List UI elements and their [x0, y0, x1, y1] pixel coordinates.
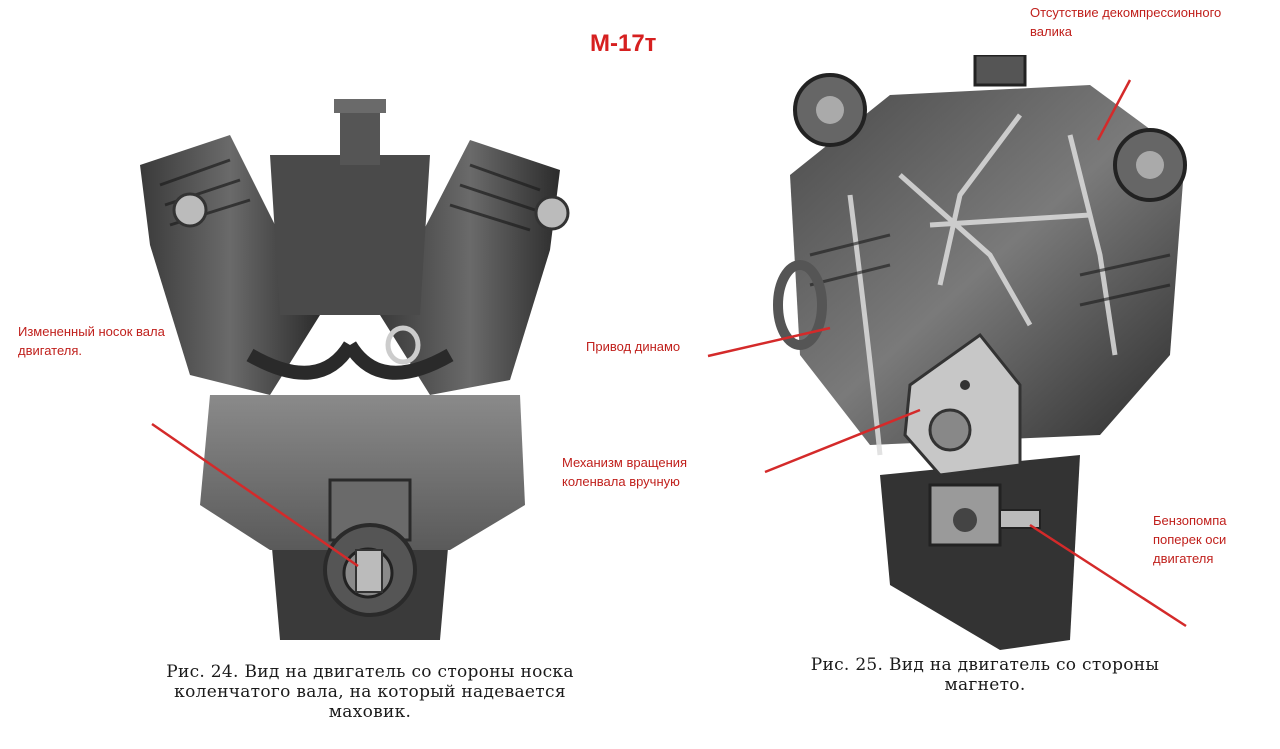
annotation-fuel-pump: Бензопомпа поперек оси двигателя: [1153, 513, 1227, 566]
caption-figure-25: Рис. 25. Вид на двигатель со стороны маг…: [810, 655, 1160, 695]
engine-magneto-view-image: [770, 55, 1200, 655]
annotation-hand-crank: Механизм вращения коленвала вручную: [562, 455, 688, 489]
page-title: М-17т: [590, 30, 657, 57]
engine-front-view-image: [120, 95, 580, 655]
pointer-decomp: [1096, 79, 1132, 141]
annotation-crank-nose: Измененный носок вала двигателя.: [18, 324, 165, 358]
caption-figure-24: Рис. 24. Вид на двигатель со стороны нос…: [166, 662, 574, 722]
pointer-fuel: [1029, 523, 1187, 628]
annotation-decompression: Отсутствие декомпрессионного валика: [1030, 5, 1222, 39]
pointer-nose: [151, 422, 359, 568]
annotation-dynamo-drive: Привод динамо: [586, 339, 681, 354]
pointer-dynamo: [707, 326, 831, 358]
pointer-crank: [764, 408, 921, 474]
